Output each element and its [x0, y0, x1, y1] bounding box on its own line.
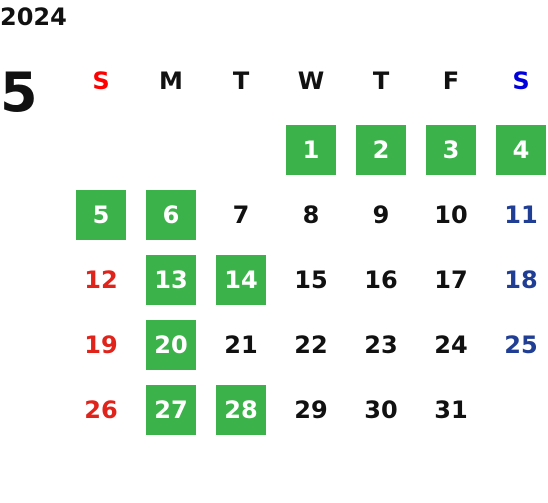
- day-cell-31: 31: [434, 396, 468, 424]
- day-cell-17: 17: [434, 266, 468, 294]
- day-cell-15: 15: [294, 266, 328, 294]
- day-cell-26: 26: [84, 396, 118, 424]
- day-cell-16: 16: [364, 266, 398, 294]
- month-number: 5: [0, 61, 38, 124]
- day-cell-11: 11: [504, 201, 538, 229]
- weekday-sat: S: [512, 67, 530, 95]
- weekday-thu: T: [372, 67, 390, 95]
- day-cell-6: 6: [146, 190, 196, 240]
- day-cell-18: 18: [504, 266, 538, 294]
- day-cell-5: 5: [76, 190, 126, 240]
- day-cell-10: 10: [434, 201, 468, 229]
- day-cell-13: 13: [146, 255, 196, 305]
- day-cell-20: 20: [146, 320, 196, 370]
- day-cell-28: 28: [216, 385, 266, 435]
- day-cell-9: 9: [372, 201, 390, 229]
- weekday-mon: M: [159, 67, 183, 95]
- day-cell-4: 4: [496, 125, 546, 175]
- day-cell-8: 8: [302, 201, 320, 229]
- day-cell-14: 14: [216, 255, 266, 305]
- day-cell-27: 27: [146, 385, 196, 435]
- day-cell-21: 21: [224, 331, 258, 359]
- day-cell-29: 29: [294, 396, 328, 424]
- weekday-fri: F: [442, 67, 460, 95]
- day-cell-25: 25: [504, 331, 538, 359]
- day-cell-24: 24: [434, 331, 468, 359]
- day-cell-7: 7: [232, 201, 250, 229]
- day-cell-12: 12: [84, 266, 118, 294]
- weekday-wed: W: [297, 67, 325, 95]
- day-cell-2: 2: [356, 125, 406, 175]
- day-cell-1: 1: [286, 125, 336, 175]
- day-cell-30: 30: [364, 396, 398, 424]
- weekday-sun: S: [92, 67, 110, 95]
- day-cell-19: 19: [84, 331, 118, 359]
- day-cell-3: 3: [426, 125, 476, 175]
- weekday-tue: T: [232, 67, 250, 95]
- day-cell-23: 23: [364, 331, 398, 359]
- year-label: 2024: [0, 3, 67, 31]
- day-cell-22: 22: [294, 331, 328, 359]
